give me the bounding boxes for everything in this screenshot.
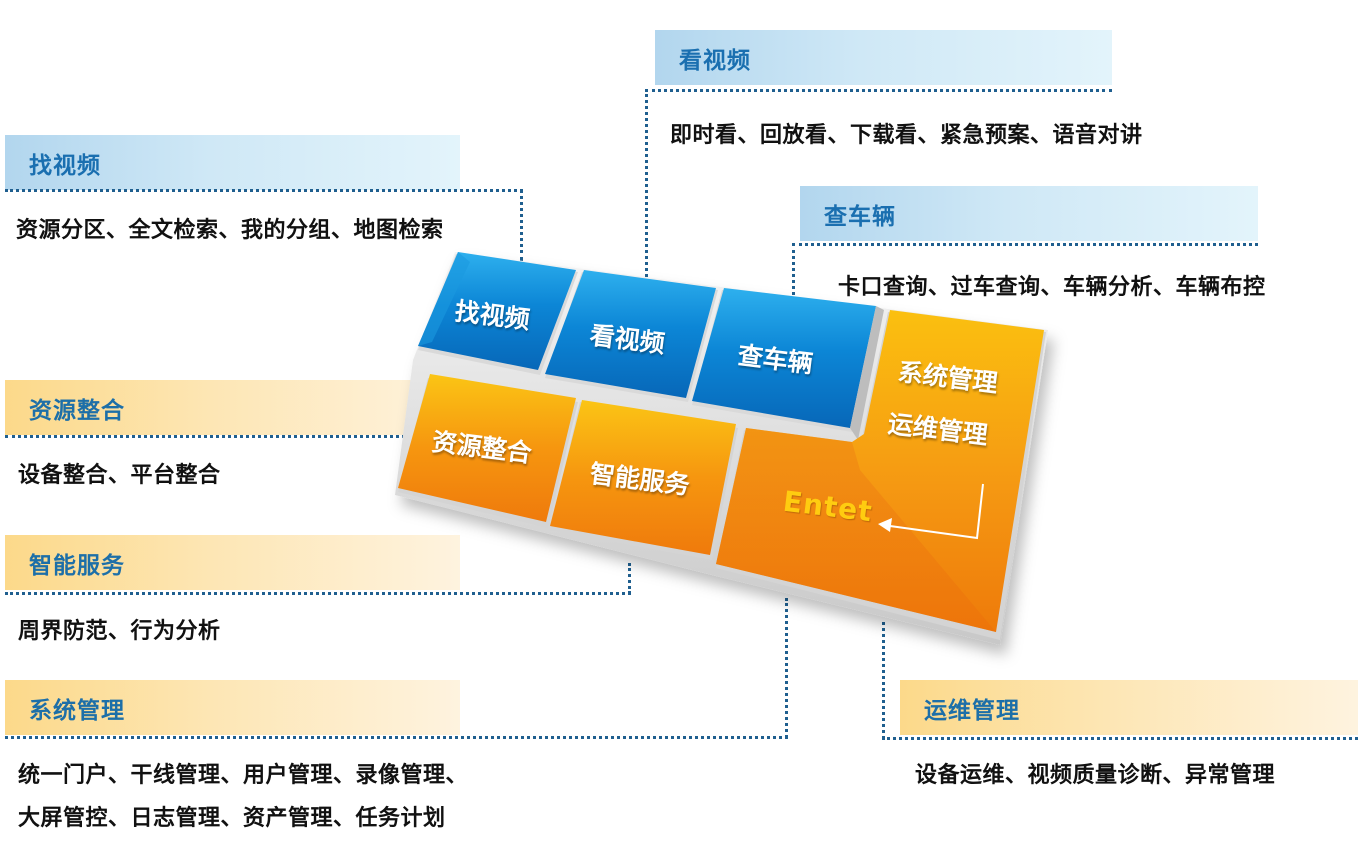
banner-find-video: 找视频 bbox=[5, 135, 460, 190]
ops-management-title: 运维管理 bbox=[924, 697, 1020, 724]
connector-find-video-h bbox=[5, 189, 523, 192]
connector-watch-video-v bbox=[645, 89, 648, 277]
connector-ops-management-v bbox=[882, 622, 885, 739]
resource-integration-title: 资源整合 bbox=[29, 397, 125, 424]
system-management-items-line2: 大屏管控、日志管理、资产管理、任务计划 bbox=[18, 806, 446, 831]
key-system-management[interactable]: 系统管理 bbox=[896, 357, 1000, 398]
connector-watch-video-h bbox=[645, 89, 1112, 92]
connector-system-management-h bbox=[5, 736, 788, 739]
system-management-title: 系统管理 bbox=[29, 697, 125, 724]
connector-resource-integration-h bbox=[5, 435, 417, 438]
watch-video-items: 即时看、回放看、下载看、紧急预案、语音对讲 bbox=[670, 123, 1143, 148]
connector-find-video-v bbox=[520, 189, 523, 261]
find-video-title: 找视频 bbox=[29, 152, 101, 179]
banner-resource-integration: 资源整合 bbox=[5, 380, 460, 435]
find-video-items: 资源分区、全文检索、我的分组、地图检索 bbox=[16, 218, 444, 243]
banner-smart-service: 智能服务 bbox=[5, 535, 460, 590]
banner-check-vehicle: 查车辆 bbox=[800, 186, 1258, 241]
smart-service-title: 智能服务 bbox=[29, 552, 125, 579]
key-enter[interactable]: Entet bbox=[781, 484, 875, 529]
smart-service-items: 周界防范、行为分析 bbox=[18, 619, 221, 644]
connector-system-management-v bbox=[785, 598, 788, 738]
check-vehicle-title: 查车辆 bbox=[824, 203, 896, 230]
banner-ops-management: 运维管理 bbox=[900, 680, 1358, 735]
key-ops-management[interactable]: 运维管理 bbox=[886, 409, 990, 450]
key-smart-service[interactable]: 智能服务 bbox=[588, 459, 692, 500]
check-vehicle-items: 卡口查询、过车查询、车辆分析、车辆布控 bbox=[838, 275, 1266, 300]
key-find-video[interactable]: 找视频 bbox=[453, 296, 532, 335]
connector-check-vehicle-h bbox=[792, 243, 1258, 246]
banner-system-management: 系统管理 bbox=[5, 680, 460, 735]
connector-smart-service-h bbox=[5, 592, 631, 595]
ops-management-items: 设备运维、视频质量诊断、异常管理 bbox=[915, 763, 1276, 788]
banner-watch-video: 看视频 bbox=[655, 30, 1112, 85]
system-management-items-line1: 统一门户、干线管理、用户管理、录像管理、 bbox=[18, 763, 469, 788]
key-resource-integration[interactable]: 资源整合 bbox=[430, 427, 534, 468]
key-watch-video[interactable]: 看视频 bbox=[588, 320, 667, 359]
resource-integration-items: 设备整合、平台整合 bbox=[18, 463, 221, 488]
watch-video-title: 看视频 bbox=[679, 47, 751, 74]
connector-ops-management-h bbox=[882, 737, 1358, 740]
connector-smart-service-v bbox=[628, 563, 631, 594]
return-arrow-icon bbox=[878, 483, 984, 540]
key-check-vehicle[interactable]: 查车辆 bbox=[736, 340, 815, 379]
connector-check-vehicle-v bbox=[792, 243, 795, 301]
